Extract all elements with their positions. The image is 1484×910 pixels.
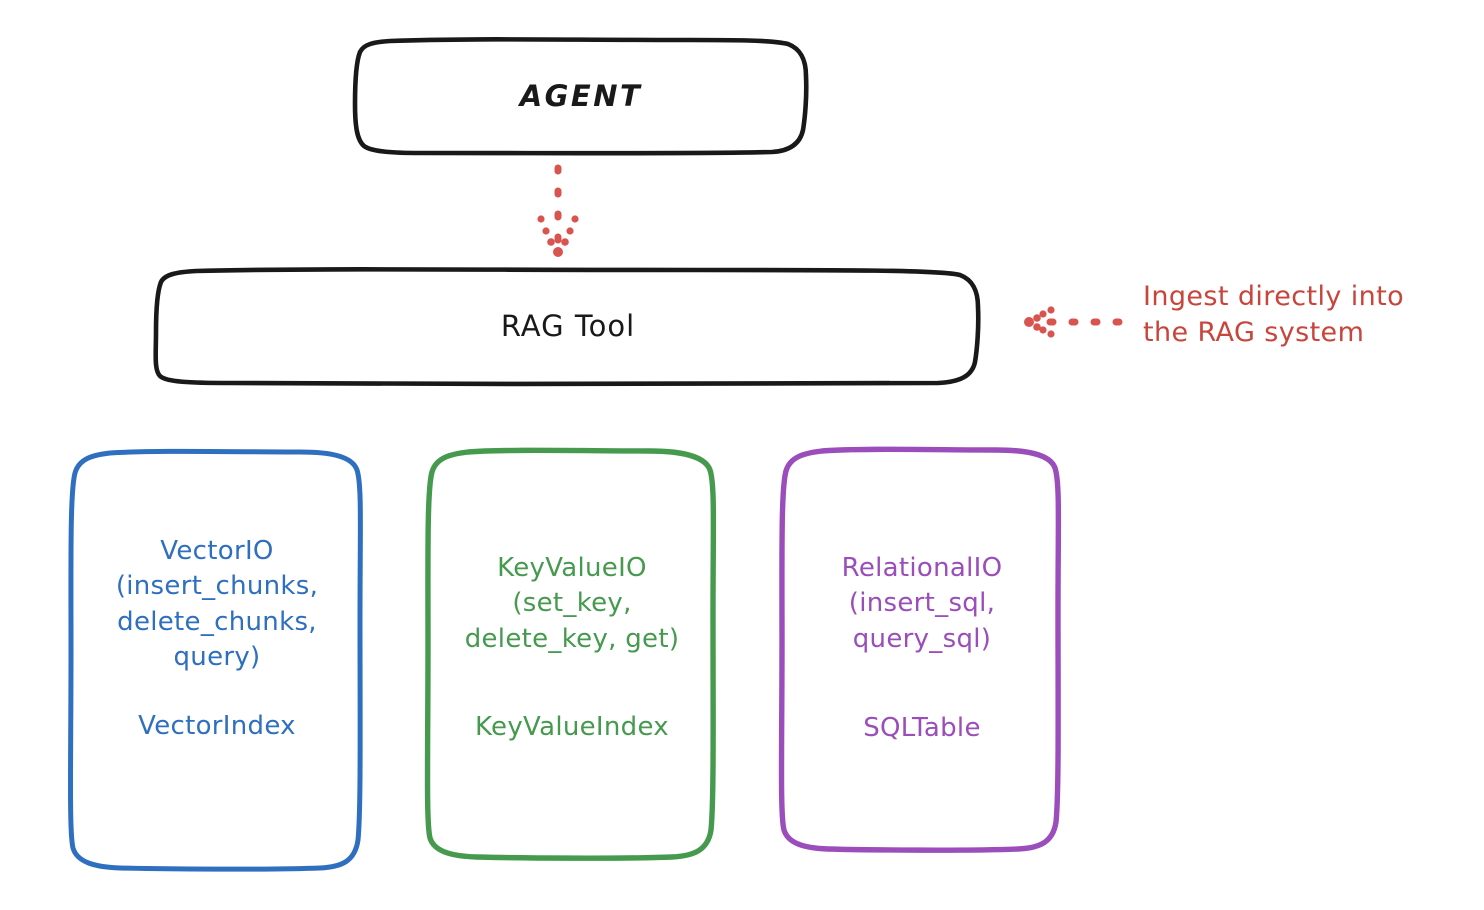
- rag-tool-node-label: RAG Tool: [500, 309, 636, 344]
- keyvalue-store-api-label: KeyValueIO (set_key, delete_key, get): [464, 553, 680, 654]
- agent-node-label: AGENT: [519, 79, 643, 114]
- connector-agent-to-rag-tool: [537, 164, 579, 257]
- keyvalue-store-index-label: KeyValueIndex: [474, 712, 669, 742]
- connector-ingest-to-rag-tool: [1024, 306, 1134, 338]
- relational-store-api-label: RelationalIO (insert_sql, query_sql): [841, 553, 1003, 654]
- ingest-annotation-text: Ingest directly into the RAG system: [1143, 281, 1405, 349]
- vector-store-api-label: VectorIO (insert_chunks, delete_chunks, …: [115, 536, 319, 673]
- relational-store-index-label: SQLTable: [863, 713, 981, 743]
- vector-store-index-label: VectorIndex: [138, 711, 296, 741]
